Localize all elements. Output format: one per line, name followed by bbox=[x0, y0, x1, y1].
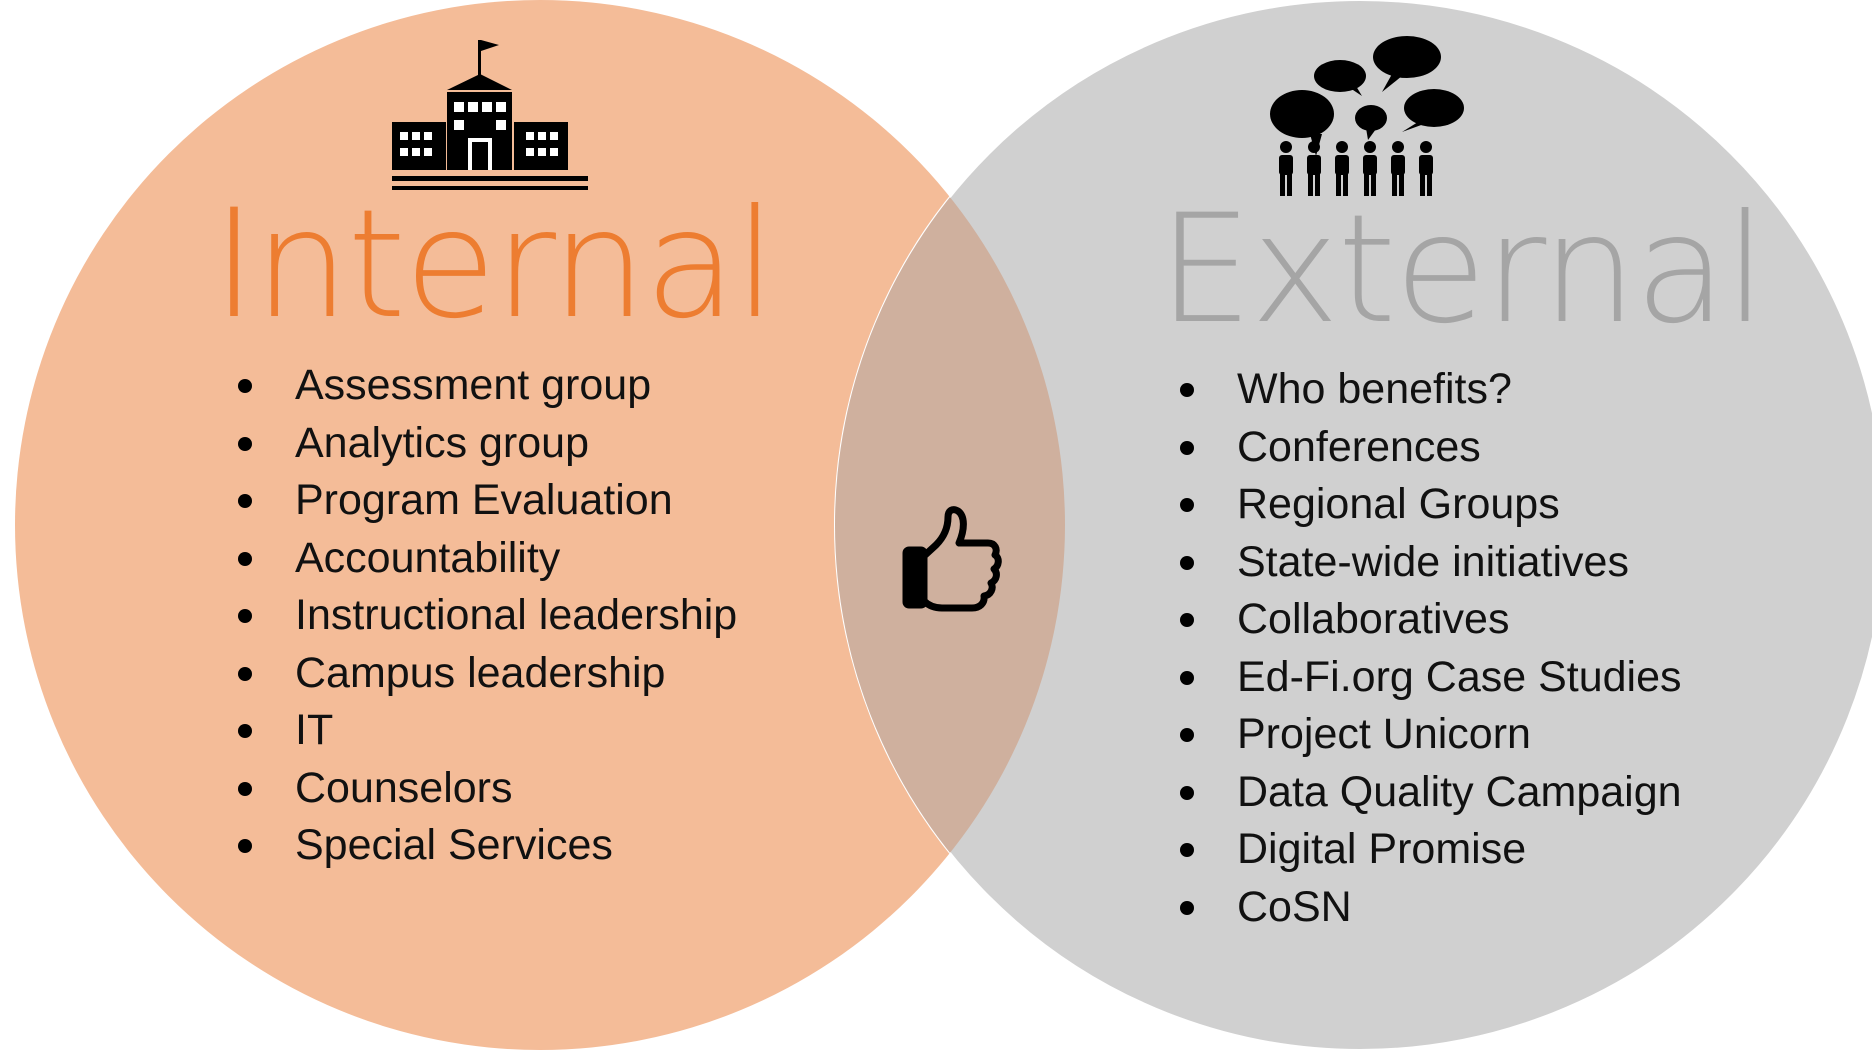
external-item-state-wide-initiatives: State-wide initiatives bbox=[1180, 534, 1682, 592]
internal-item-campus-leadership: Campus leadership bbox=[238, 645, 737, 703]
external-item-cosn: CoSN bbox=[1180, 879, 1682, 937]
external-item-conferences: Conferences bbox=[1180, 419, 1682, 477]
external-item-collaboratives: Collaboratives bbox=[1180, 591, 1682, 649]
external-heading: External bbox=[1158, 183, 1766, 357]
internal-heading: Internal bbox=[212, 178, 776, 352]
internal-list: Assessment group Analytics group Program… bbox=[238, 357, 737, 875]
external-item-who-benefits: Who benefits? bbox=[1180, 361, 1682, 419]
internal-item-assessment-group: Assessment group bbox=[238, 357, 737, 415]
internal-item-analytics-group: Analytics group bbox=[238, 415, 737, 473]
external-item-ed-fi-case-studies: Ed-Fi.org Case Studies bbox=[1180, 649, 1682, 707]
school-building-icon bbox=[392, 36, 590, 198]
internal-item-it: IT bbox=[238, 702, 737, 760]
internal-item-special-services: Special Services bbox=[238, 817, 737, 875]
internal-item-instructional-leadership: Instructional leadership bbox=[238, 587, 737, 645]
internal-item-program-evaluation: Program Evaluation bbox=[238, 472, 737, 530]
internal-circle bbox=[15, 0, 1065, 1050]
people-speech-bubbles-icon bbox=[1270, 34, 1466, 198]
internal-item-accountability: Accountability bbox=[238, 530, 737, 588]
internal-item-counselors: Counselors bbox=[238, 760, 737, 818]
external-item-regional-groups: Regional Groups bbox=[1180, 476, 1682, 534]
external-item-project-unicorn: Project Unicorn bbox=[1180, 706, 1682, 764]
thumbs-up-icon bbox=[900, 505, 1006, 617]
external-item-data-quality-campaign: Data Quality Campaign bbox=[1180, 764, 1682, 822]
external-item-digital-promise: Digital Promise bbox=[1180, 821, 1682, 879]
external-list: Who benefits? Conferences Regional Group… bbox=[1180, 361, 1682, 936]
